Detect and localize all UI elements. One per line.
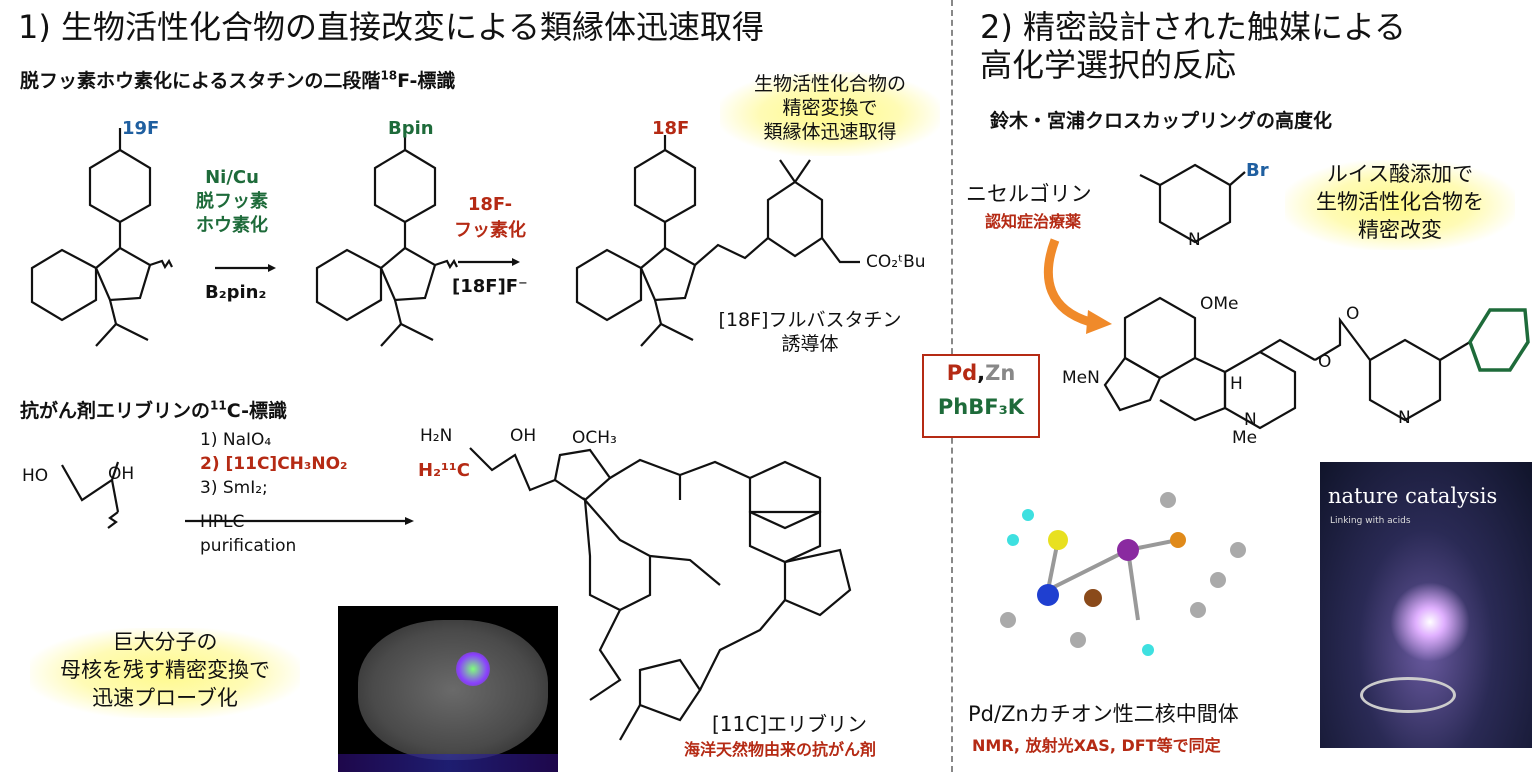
step2-conditions: [18F]F⁻ bbox=[452, 276, 528, 297]
step1-conditions: B₂pin₂ bbox=[205, 282, 267, 303]
men-label: MeN bbox=[1062, 368, 1100, 388]
fluoroaryl-indole-structure bbox=[30, 128, 173, 347]
me-label: Me bbox=[1232, 428, 1258, 448]
right-title: 2) 精密設計された触媒による高化学選択的反応 bbox=[980, 8, 1407, 84]
diol-structure bbox=[61, 461, 120, 529]
label-18f: 18F bbox=[652, 118, 690, 139]
eribulin-conditions: 1) NaIO₄ 2) [11C]CH₃NO₂ 3) SmI₂; HPLC pu… bbox=[200, 430, 348, 556]
fluvastatin-derivative-structure bbox=[575, 135, 860, 347]
journal-subtitle: Linking with acids bbox=[1330, 516, 1411, 526]
orange-arrow bbox=[1043, 238, 1092, 327]
section1-note: 生物活性化合物の精密変換で類縁体迅速取得 bbox=[720, 72, 940, 156]
section1-heading: 脱フッ素ホウ素化によるスタチンの二段階18F-標識 bbox=[20, 68, 456, 92]
amine-n-label: N bbox=[1244, 410, 1257, 430]
eribulin-name: [11C]エリブリン bbox=[712, 712, 868, 736]
right-note: ルイス酸添加で生物活性化合物を精密改変 bbox=[1285, 160, 1515, 250]
eribulin-desc: 海洋天然物由来の抗がん剤 bbox=[684, 740, 877, 759]
section2-heading: 抗がん剤エリブリンの11C-標識 bbox=[20, 398, 287, 422]
intermediate-label: Pd/Znカチオン性二核中間体 bbox=[968, 702, 1239, 726]
br-label: Br bbox=[1246, 160, 1269, 181]
intermediate-desc: NMR, 放射光XAS, DFT等で同定 bbox=[972, 736, 1221, 755]
intermediate-model bbox=[1000, 492, 1246, 656]
label-bpin: Bpin bbox=[388, 118, 434, 139]
nh2-label: H₂N bbox=[420, 426, 453, 446]
drug-name: ニセルゴリン bbox=[966, 182, 1092, 206]
drug-desc: 認知症治療薬 bbox=[985, 212, 1082, 231]
catalyst-box: Pd,Zn PhBF₃K bbox=[922, 354, 1040, 438]
fluvastatin-name: [18F]フルバスタチン誘導体 bbox=[718, 309, 902, 355]
journal-cover: nature catalysis Linking with acids bbox=[1320, 462, 1532, 748]
phenyl-ring bbox=[1468, 308, 1530, 372]
ho-label: HO bbox=[22, 466, 49, 486]
boryl-indole-structure bbox=[315, 135, 458, 347]
journal-title: nature catalysis bbox=[1328, 484, 1498, 508]
step2-reagent: 18F-フッ素化 bbox=[454, 194, 526, 241]
label-19f: 19F bbox=[122, 118, 160, 139]
section2-note: 巨大分子の母核を残す精密変換で迅速プローブ化 bbox=[30, 628, 300, 718]
ester-label: CO₂ᵗBu bbox=[866, 252, 926, 272]
pet-image bbox=[338, 606, 558, 772]
left-title: 1) 生物活性化合物の直接改変による類縁体迅速取得 bbox=[18, 8, 765, 46]
right-heading: 鈴木・宮浦クロスカップリングの高度化 bbox=[990, 110, 1333, 132]
ome-label: OMe bbox=[1200, 294, 1239, 314]
ester-o-label: O bbox=[1318, 352, 1332, 372]
carbonyl-o-label: O bbox=[1346, 304, 1360, 324]
bromopyridine-structure bbox=[1139, 163, 1246, 244]
pyridine-n-label: N bbox=[1188, 230, 1201, 250]
h2c-label: H₂¹¹C bbox=[418, 460, 470, 481]
eribulin-structure bbox=[469, 447, 852, 741]
nicergoline-derivative-structure bbox=[1103, 296, 1471, 430]
eribulin-oh-label: OH bbox=[510, 426, 537, 446]
h-label: H bbox=[1230, 374, 1243, 394]
och3-label: OCH₃ bbox=[572, 428, 617, 448]
oh-label: OH bbox=[108, 464, 135, 484]
pyridine2-n-label: N bbox=[1398, 408, 1411, 428]
